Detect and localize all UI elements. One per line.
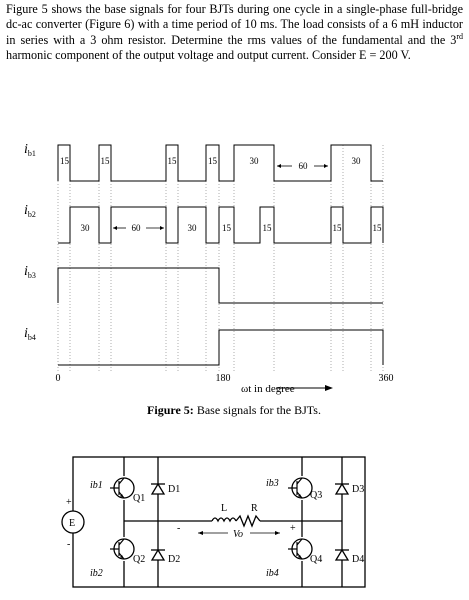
label-ib1: ib1	[90, 480, 103, 491]
b1-pulse-label: 15	[60, 156, 70, 166]
axis-tick-180: 180	[216, 373, 231, 384]
diode-D1	[150, 482, 166, 495]
b1-pulse-label: 15	[168, 156, 178, 166]
b2-pulse-label: 30	[81, 223, 91, 233]
label-Q1: Q1	[133, 493, 145, 504]
b2-pulse-label: 15	[222, 223, 232, 233]
svg-text:ib3: ib3	[24, 264, 36, 280]
signal-label-ib4: i	[24, 326, 28, 341]
axis-tick-360: 360	[379, 373, 394, 384]
b1-pulse-label: 15	[208, 156, 218, 166]
svg-text:ib2: ib2	[24, 203, 36, 219]
label-E-plus: +	[66, 497, 72, 508]
b2-pulse-label: 60	[132, 223, 142, 233]
signal-label-ib2: i	[24, 203, 28, 218]
dimension-arrows-60	[113, 165, 328, 229]
label-D4: D4	[352, 554, 364, 565]
ib2-waveform	[58, 206, 384, 244]
label-Vo-minus: -	[177, 523, 180, 534]
label-Q2: Q2	[133, 554, 145, 565]
ib1-waveform	[57, 144, 383, 182]
label-ib2: ib2	[90, 568, 103, 579]
label-ib3: ib3	[266, 478, 279, 489]
label-R: R	[251, 503, 258, 514]
diode-D4	[334, 548, 350, 561]
diode-D3	[334, 482, 350, 495]
label-D1: D1	[168, 484, 180, 495]
problem-statement: Figure 5 shows the base signals for four…	[6, 2, 463, 63]
b1-pulse-label: 30	[352, 156, 362, 166]
figure-5-timing-diagram	[57, 144, 384, 391]
b1-pulse-label: 60	[299, 161, 309, 171]
signal-label-ib1: i	[24, 142, 28, 157]
circuit-labels: ib1 ib2 ib3 ib4 Q1 Q2 Q3 Q4 D1 D2 D3 D4 …	[66, 478, 364, 579]
signal-label-ib3: i	[24, 264, 28, 279]
voltage-source-E	[61, 510, 85, 534]
b1-pulse-label: 15	[101, 156, 111, 166]
b2-pulse-label: 30	[188, 223, 198, 233]
pulse-width-labels: 15 15 15 15 30 60 30 30 60 30 15 15 15 1…	[60, 156, 382, 233]
axis-tick-0: 0	[56, 373, 61, 384]
b2-pulse-label: 15	[373, 223, 383, 233]
resistor-R	[235, 514, 261, 528]
axis-ticks: 0 180 360	[56, 373, 394, 384]
label-E: E	[69, 518, 75, 529]
label-Q4: Q4	[310, 554, 322, 565]
label-ib4: ib4	[266, 568, 279, 579]
label-E-minus: -	[67, 539, 70, 550]
b2-pulse-label: 15	[333, 223, 343, 233]
ib3-waveform	[57, 267, 383, 304]
diode-D2	[150, 548, 166, 561]
label-L: L	[221, 503, 227, 514]
label-D2: D2	[168, 554, 180, 565]
b2-pulse-label: 15	[263, 223, 273, 233]
inductor-L	[211, 517, 237, 523]
figure-6-circuit	[61, 456, 366, 588]
svg-text:ib1: ib1	[24, 142, 36, 158]
figure-5-caption: Figure 5: Base signals for the BJTs.	[147, 403, 321, 417]
svg-text:ib4: ib4	[24, 326, 36, 342]
label-Q3: Q3	[310, 490, 322, 501]
superscript-rd: rd	[456, 31, 463, 41]
label-Vo: Vo	[233, 529, 243, 540]
dotted-gridlines	[57, 145, 384, 372]
ib4-waveform	[58, 329, 384, 366]
label-D3: D3	[352, 484, 364, 495]
signal-labels: ib1 ib2 ib3 ib4	[24, 142, 36, 342]
b1-pulse-label: 30	[250, 156, 260, 166]
label-Vo-plus: +	[290, 523, 296, 534]
axis-label: ωt in degree	[241, 383, 295, 395]
